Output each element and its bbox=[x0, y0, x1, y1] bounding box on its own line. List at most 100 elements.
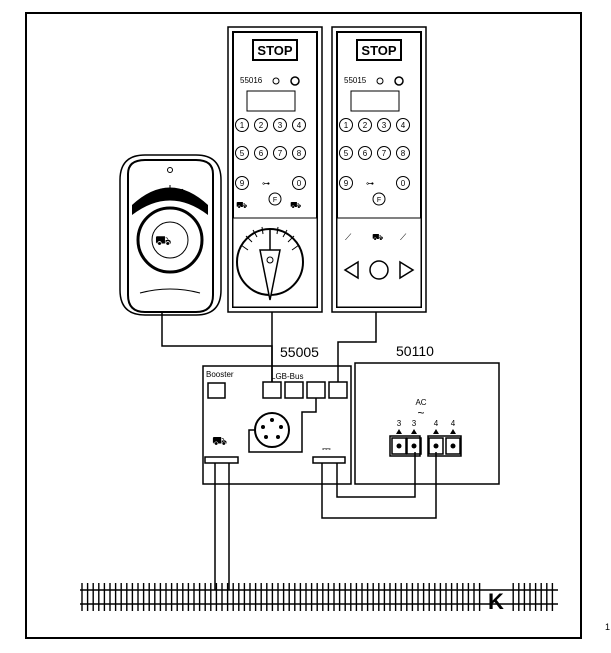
handset-power-icon bbox=[290, 76, 300, 86]
keypad-key-label: 1 bbox=[344, 121, 349, 130]
transformer-50110: 50110 AC ~ 3 3 4 4 bbox=[354, 343, 500, 485]
transformer-model: 50110 bbox=[396, 343, 434, 359]
central-station-model: 55005 bbox=[280, 344, 319, 360]
keypad-key[interactable] bbox=[377, 118, 391, 132]
terminal-screw-icon bbox=[433, 443, 439, 449]
keypad-key-label: 6 bbox=[259, 149, 264, 158]
keypad-key[interactable] bbox=[235, 118, 249, 132]
keypad-key[interactable] bbox=[339, 118, 353, 132]
ac-symbol: ~ bbox=[417, 406, 424, 420]
switch-right-icon: ⟋ bbox=[400, 232, 407, 242]
terminal-arrow-icon bbox=[396, 429, 402, 434]
terminal-screw-icon bbox=[396, 443, 402, 449]
function-key-label: F bbox=[377, 197, 381, 204]
keypad-key[interactable] bbox=[358, 118, 372, 132]
keypad-key-label: 5 bbox=[344, 149, 349, 158]
remote-led-icon bbox=[167, 167, 173, 173]
keypad-key[interactable] bbox=[273, 146, 287, 160]
right-arrow-button[interactable] bbox=[399, 260, 415, 280]
loco-left-icon: ⛟ bbox=[236, 200, 247, 210]
sun-icon: ☼ bbox=[158, 185, 166, 195]
keypad-key-label: 5 bbox=[240, 149, 245, 158]
stop-button[interactable] bbox=[252, 39, 298, 61]
track-terminal bbox=[204, 456, 239, 464]
handset-display bbox=[246, 90, 296, 112]
stop-label: STOP bbox=[257, 43, 292, 58]
keypad-key[interactable] bbox=[339, 176, 353, 190]
keypad-key-label: 4 bbox=[297, 121, 302, 130]
terminal-number: 4 bbox=[434, 419, 439, 428]
keypad-key[interactable] bbox=[254, 146, 268, 160]
diagram-frame bbox=[25, 12, 582, 639]
handset-led-icon bbox=[376, 77, 384, 85]
keypad-key[interactable] bbox=[377, 146, 391, 160]
keypad-key-label: 3 bbox=[278, 121, 283, 130]
handset-power-icon bbox=[394, 76, 404, 86]
function-key-label: F bbox=[273, 197, 277, 204]
direction-icon: ⊶ bbox=[262, 179, 270, 188]
terminal-screw-icon bbox=[411, 443, 417, 449]
stop-button[interactable] bbox=[356, 39, 402, 61]
left-arrow-button[interactable] bbox=[343, 260, 359, 280]
keypad-key[interactable] bbox=[292, 118, 306, 132]
lgb-bus-label: LGB-Bus bbox=[271, 372, 303, 381]
central-station-55005: 55005 Booster LGB-Bus ⛟ ⎓ bbox=[202, 344, 352, 485]
terminal-arrow-icon bbox=[411, 429, 417, 434]
keypad-key-label: 2 bbox=[363, 121, 368, 130]
keypad-key-label: 0 bbox=[297, 179, 302, 188]
keypad-key[interactable] bbox=[358, 146, 372, 160]
keypad-key[interactable] bbox=[273, 118, 287, 132]
bus-socket bbox=[328, 381, 348, 399]
function-key[interactable] bbox=[268, 192, 282, 206]
function-key[interactable] bbox=[372, 192, 386, 206]
keypad-key[interactable] bbox=[396, 146, 410, 160]
keypad-key-label: 8 bbox=[297, 149, 302, 158]
handset-model: 55015 bbox=[344, 76, 367, 85]
keypad-key-label: 7 bbox=[278, 149, 283, 158]
power-input-terminal bbox=[312, 456, 346, 464]
ac-label: AC bbox=[415, 398, 426, 407]
wires bbox=[161, 312, 437, 590]
handheld-remote: ☼ ⊶ ⛟ bbox=[119, 154, 222, 316]
keypad-key-label: 6 bbox=[363, 149, 368, 158]
terminal-screw-icon bbox=[450, 443, 456, 449]
direction-icon: ⊶ bbox=[366, 179, 374, 188]
terminal-arrow-icon bbox=[450, 429, 456, 434]
terminal-arrow-icon bbox=[433, 429, 439, 434]
keypad-key-label: 0 bbox=[401, 179, 406, 188]
keypad-key[interactable] bbox=[254, 118, 268, 132]
booster-port bbox=[207, 382, 226, 399]
page-number: 1 bbox=[605, 622, 610, 632]
loco-icon: ⛟ bbox=[372, 232, 383, 242]
terminal-number: 3 bbox=[412, 419, 417, 428]
handset-display bbox=[350, 90, 400, 112]
keypad-key-label: 8 bbox=[401, 149, 406, 158]
keypad-key[interactable] bbox=[235, 176, 249, 190]
loco-right-icon: ⛟ bbox=[290, 200, 301, 210]
handset-model: 55016 bbox=[240, 76, 263, 85]
keypad-key[interactable] bbox=[339, 146, 353, 160]
booster-label: Booster bbox=[206, 370, 234, 379]
locomotive-icon: ⛟ bbox=[155, 233, 171, 248]
stop-label: STOP bbox=[361, 43, 396, 58]
keypad-key-label: 9 bbox=[240, 179, 245, 188]
bus-socket bbox=[262, 381, 282, 399]
bus-socket bbox=[306, 381, 326, 399]
horn-icon: ⊶ bbox=[175, 185, 184, 195]
keypad-key[interactable] bbox=[396, 118, 410, 132]
keypad-key-label: 2 bbox=[259, 121, 264, 130]
terminal-number: 3 bbox=[397, 419, 402, 428]
dc-input-icon: ⎓ bbox=[322, 443, 331, 455]
keypad-key-label: 9 bbox=[344, 179, 349, 188]
center-button[interactable] bbox=[369, 260, 389, 280]
terminal-number: 4 bbox=[451, 419, 456, 428]
track: K bbox=[80, 583, 558, 614]
keypad-key[interactable] bbox=[292, 146, 306, 160]
keypad-key[interactable] bbox=[292, 176, 306, 190]
keypad-key[interactable] bbox=[396, 176, 410, 190]
keypad-key[interactable] bbox=[235, 146, 249, 160]
track-logo: K bbox=[488, 589, 504, 614]
